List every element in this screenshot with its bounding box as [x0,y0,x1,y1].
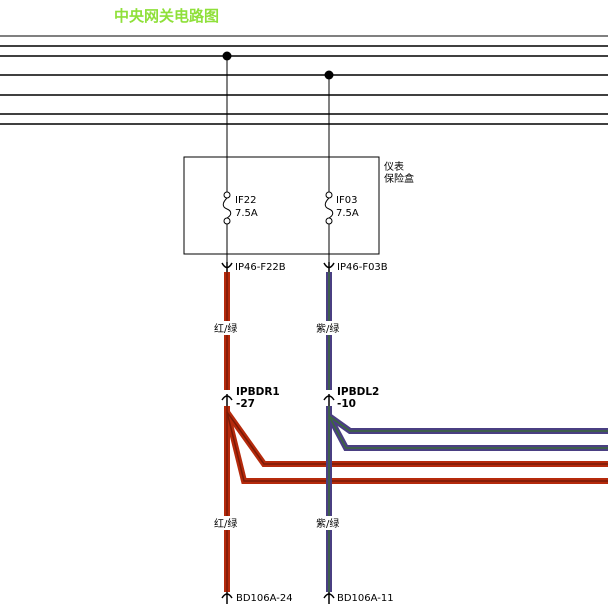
power-bus-lines [0,35,608,125]
fuse-rating: 7.5A [235,208,258,219]
fuse-symbol-if22 [222,191,232,225]
wire-color-label: 红/绿 [214,322,237,335]
fuse-label: IF03 [336,195,357,206]
wire-color-label: 红/绿 [214,517,237,530]
connector-symbol [221,262,335,272]
fuse-box-label: 保险盒 [384,172,414,185]
fuse-symbol-if03 [324,191,334,225]
fuse-rating: 7.5A [336,208,359,219]
connector-label: IPBDL2 [337,386,379,398]
diagram-title: 中央网关电路图 [114,7,219,25]
connector-label: BD106A-11 [337,593,394,604]
wire-color-label: 紫/绿 [316,517,339,530]
connector-label: BD106A-24 [236,593,293,604]
connector-symbol [221,592,335,604]
connector-label: -10 [337,398,356,410]
wire-red-green [224,272,608,592]
connector-label: IP46-F22B [235,262,286,273]
fuse-box-outline [183,156,380,255]
connector-symbol [221,394,335,406]
fuse-label: IF22 [235,195,256,206]
connector-label: IPBDR1 [236,386,280,398]
connector-label: IP46-F03B [337,262,388,273]
wire-purple-green [326,272,608,592]
wire-color-label: 紫/绿 [316,322,339,335]
fuse-box-label: 仪表 [384,160,404,173]
connector-label: -27 [236,398,255,410]
